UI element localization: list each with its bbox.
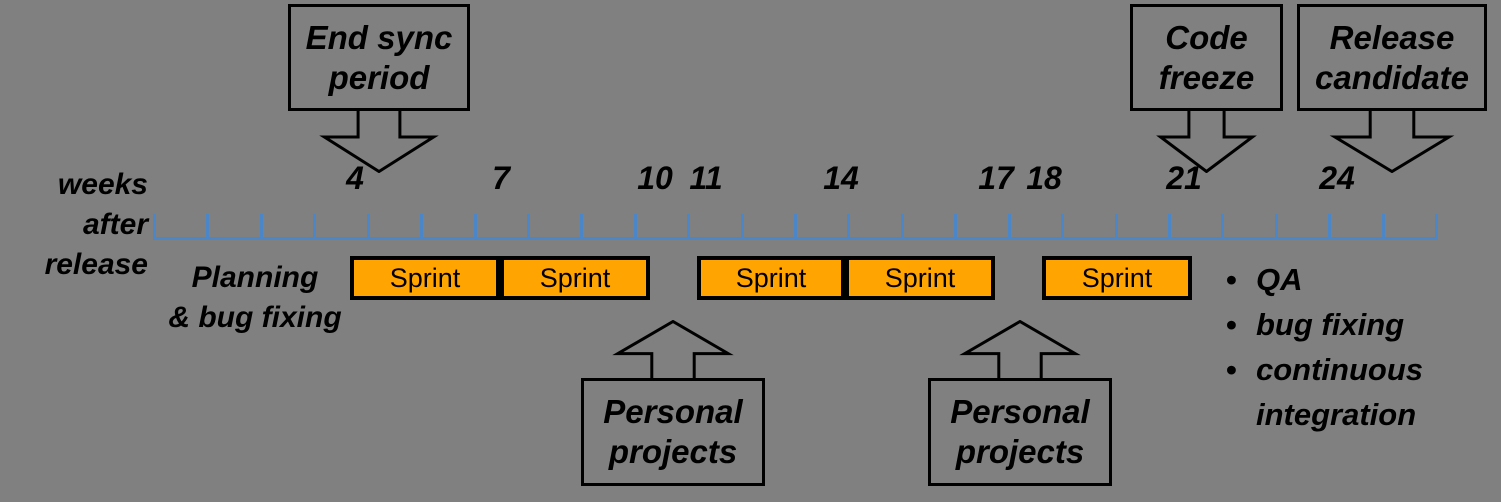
timeline-axis — [153, 208, 1438, 240]
callout-top: Release candidate — [1297, 4, 1487, 173]
axis-tick — [580, 214, 584, 240]
axis-tick — [313, 214, 317, 240]
axis-tick — [633, 214, 637, 240]
axis-caption: weeks after release — [44, 168, 148, 281]
bullet-item: bug fixing — [1226, 303, 1497, 348]
callout-label-box: Personal projects — [928, 378, 1112, 486]
callout-arrow-down-icon — [1130, 111, 1283, 173]
week-label-7: 7 — [492, 160, 510, 196]
week-label-11: 11 — [689, 160, 723, 196]
axis-tick — [954, 214, 958, 240]
axis-tick — [687, 214, 691, 240]
bullet-item: continuous integration — [1226, 348, 1497, 438]
week-label-4: 4 — [346, 160, 364, 196]
activities-bullet-list: QAbug fixingcontinuous integration — [1222, 258, 1497, 438]
axis-tick — [1221, 214, 1225, 240]
axis-tick — [366, 214, 370, 240]
axis-tick — [1167, 214, 1171, 240]
week-label-24: 24 — [1319, 160, 1355, 196]
axis-tick — [206, 214, 210, 240]
week-label-10: 10 — [637, 160, 673, 196]
callout-arrow-up-icon — [928, 320, 1112, 378]
callout-arrow-up-icon — [581, 320, 765, 378]
bullet-list: QAbug fixingcontinuous integration — [1222, 258, 1497, 438]
axis-tick — [900, 214, 904, 240]
axis-tick — [1114, 214, 1118, 240]
axis-tick — [259, 214, 263, 240]
bullet-item: QA — [1226, 258, 1497, 303]
sprint-box[interactable]: Sprint — [845, 256, 995, 300]
axis-tick — [1381, 214, 1385, 240]
axis-tick — [1435, 214, 1438, 240]
axis-tick — [847, 214, 851, 240]
axis-tick — [1061, 214, 1065, 240]
axis-tick — [740, 214, 744, 240]
callout-arrow-down-icon — [1297, 111, 1487, 173]
axis-tick — [153, 214, 156, 240]
callout-bottom: Personal projects — [581, 320, 765, 486]
axis-tick — [473, 214, 477, 240]
axis-tick — [1328, 214, 1332, 240]
callout-arrow-down-icon — [288, 111, 470, 173]
callout-top: Code freeze — [1130, 4, 1283, 173]
axis-tick — [794, 214, 797, 240]
sprint-box[interactable]: Sprint — [697, 256, 845, 300]
callout-label-box: Release candidate — [1297, 4, 1487, 111]
callout-label-box: End sync period — [288, 4, 470, 111]
planning-label: Planning & bug fixing — [168, 261, 342, 334]
callout-top: End sync period — [288, 4, 470, 173]
axis-tick — [1007, 214, 1011, 240]
callout-label-box: Personal projects — [581, 378, 765, 486]
sprint-box[interactable]: Sprint — [350, 256, 500, 300]
week-label-18: 18 — [1026, 160, 1062, 196]
callout-label-box: Code freeze — [1130, 4, 1283, 111]
sprint-box[interactable]: Sprint — [500, 256, 650, 300]
axis-tick — [1274, 214, 1278, 240]
week-label-14: 14 — [823, 160, 859, 196]
callout-bottom: Personal projects — [928, 320, 1112, 486]
sprint-box[interactable]: Sprint — [1042, 256, 1192, 300]
axis-tick — [420, 214, 424, 240]
week-label-17: 17 — [978, 160, 1014, 196]
week-label-21: 21 — [1166, 160, 1202, 196]
axis-tick — [526, 214, 530, 240]
